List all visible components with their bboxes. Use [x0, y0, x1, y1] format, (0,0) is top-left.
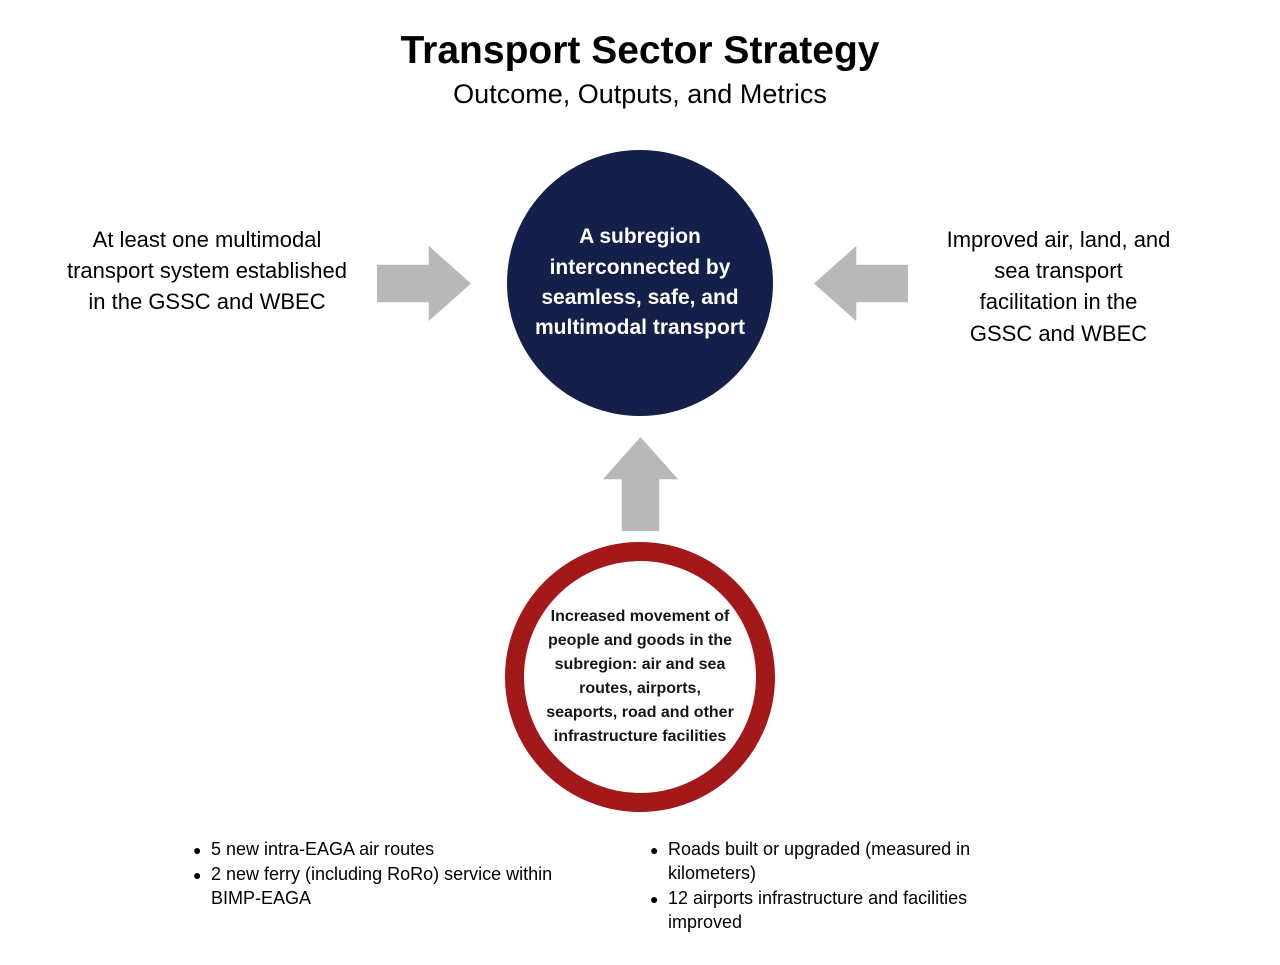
diagram-header: Transport Sector Strategy Outcome, Outpu… [0, 29, 1280, 110]
metric-item-text: 5 new intra-EAGA air routes [211, 839, 435, 859]
outcome-circle-text: A subregion interconnected by seamless, … [534, 225, 745, 340]
bullet-icon: ● [193, 866, 202, 883]
bullet-icon: ● [650, 842, 659, 858]
metric-item-text: Roads built or upgraded (measured in kil… [668, 839, 971, 883]
arrow-up-icon [593, 437, 688, 531]
arrow-right-icon [377, 236, 471, 331]
outcome-circle: A subregion interconnected by seamless, … [507, 150, 773, 416]
list-item: ● Roads built or upgraded (measured in k… [650, 838, 1005, 886]
metric-list-left: ● 5 new intra-EAGA air routes ● 2 new fe… [193, 838, 598, 912]
bullet-icon: ● [193, 842, 202, 858]
metric-list-right: ● Roads built or upgraded (measured in k… [650, 838, 1005, 936]
output-circle-text: Increased movement of people and goods i… [546, 608, 734, 745]
list-item: ● 5 new intra-EAGA air routes [193, 838, 598, 862]
list-item: ● 2 new ferry (including RoRo) service w… [193, 863, 598, 911]
page-title: Transport Sector Strategy [400, 29, 880, 72]
page-subtitle: Outcome, Outputs, and Metrics [453, 78, 827, 109]
output-circle: Increased movement of people and goods i… [505, 542, 775, 812]
left-metric-text: At least one multimodal transport system… [66, 227, 348, 315]
metric-item-text: 2 new ferry (including RoRo) service wit… [211, 863, 553, 908]
metric-item-text: 12 airports infrastructure and facilitie… [668, 887, 968, 932]
arrow-left-icon [814, 236, 908, 331]
bullet-icon: ● [650, 890, 659, 907]
list-item: ● 12 airports infrastructure and facilit… [650, 887, 1005, 935]
right-metric-text: Improved air, land, and sea transport fa… [946, 227, 1171, 346]
